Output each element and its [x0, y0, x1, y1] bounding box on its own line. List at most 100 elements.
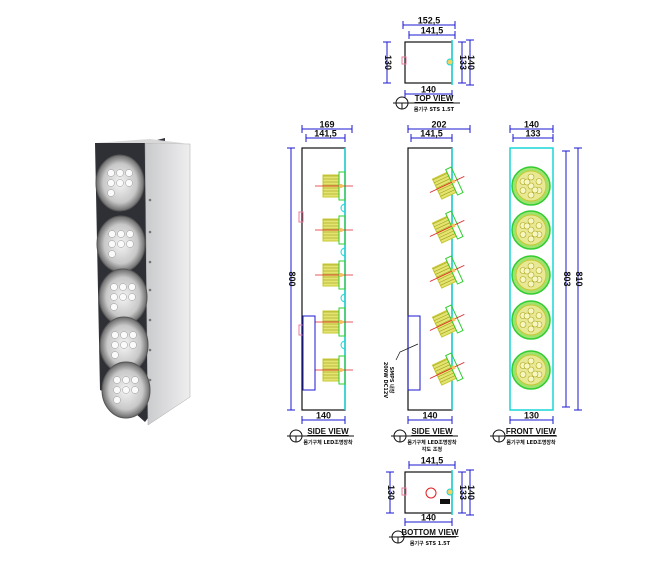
- label: 140: [421, 85, 436, 95]
- led-chip: [119, 283, 127, 291]
- led-lamp-front: [511, 255, 551, 295]
- led-chip: [519, 187, 527, 194]
- heatsink-fin: [439, 275, 454, 283]
- label: 200W DC12V: [382, 362, 388, 398]
- sensor: [446, 488, 454, 496]
- led-chip: [110, 303, 118, 311]
- label: 140: [466, 55, 476, 70]
- led-chip: [527, 226, 535, 234]
- label: 141,5: [421, 456, 444, 466]
- label: 몸기구 STS 1.5T: [414, 106, 455, 113]
- screw: [148, 318, 152, 322]
- heatsink-fin: [436, 225, 452, 233]
- led-chip: [111, 351, 119, 359]
- lamp-center: [451, 365, 456, 370]
- sensor: [340, 340, 346, 350]
- label: 141,5: [421, 26, 444, 36]
- led-lamp-profile: [429, 210, 465, 244]
- heatsink-fin: [439, 230, 454, 238]
- led-chip: [527, 182, 535, 190]
- led-chip: [523, 267, 531, 275]
- screw: [148, 348, 152, 352]
- led-chip: [111, 341, 119, 349]
- label: 202: [431, 120, 446, 130]
- heatsink-fin: [434, 219, 449, 227]
- screw: [148, 378, 152, 382]
- led-lamp-profile: [429, 255, 465, 289]
- led-lens: [95, 154, 145, 212]
- label: 몸기구체 LED조명장착: [303, 439, 353, 446]
- heatsink-fin: [440, 278, 456, 286]
- label: 140: [524, 120, 539, 130]
- lamp-axis: [429, 362, 465, 379]
- heatsink-fin: [435, 222, 451, 230]
- led-chip: [113, 396, 121, 404]
- heatsink-fin: [432, 310, 448, 319]
- housing-side: [144, 142, 191, 426]
- led-chip: [531, 230, 539, 238]
- label: 141,5: [314, 129, 337, 139]
- led-chip: [535, 178, 543, 185]
- heatsink-fin: [432, 358, 448, 367]
- led-chip: [107, 179, 115, 187]
- heatsink-fin: [439, 324, 454, 332]
- led-chip: [108, 250, 116, 258]
- heatsink-fin: [435, 316, 451, 324]
- led-chip: [110, 293, 118, 301]
- led-chip: [117, 240, 125, 248]
- led-chip: [125, 179, 133, 187]
- led-chip: [107, 189, 115, 197]
- bracket: [401, 56, 407, 65]
- led-lamp-profile: [315, 215, 353, 245]
- label: 803: [562, 271, 572, 286]
- led-chip: [110, 283, 118, 291]
- led-lamp-front: [511, 300, 551, 340]
- label: SMPS 내장: [388, 367, 395, 394]
- label: 140: [421, 513, 436, 523]
- heatsink-fin: [435, 364, 451, 372]
- led-chip: [523, 222, 531, 230]
- led-chip: [527, 262, 535, 270]
- led-chip: [128, 283, 136, 291]
- heatsink-fin: [434, 264, 449, 272]
- label: 130: [524, 411, 539, 421]
- led-chip: [519, 371, 527, 378]
- top-view-outline: [404, 41, 453, 84]
- label: FRONT VIEW: [506, 427, 557, 436]
- label: 133: [458, 485, 468, 500]
- led-chip: [111, 331, 119, 339]
- heatsink-fin: [437, 227, 453, 236]
- lamp-center: [451, 223, 456, 228]
- led-lamp-profile: [429, 352, 465, 386]
- lamp-center: [339, 228, 343, 232]
- led-chip: [131, 376, 139, 384]
- lamp-center: [339, 320, 343, 324]
- heatsink-fin: [437, 183, 453, 192]
- sensor: [340, 247, 346, 257]
- heatsink-fin: [432, 216, 448, 225]
- led-chip: [531, 275, 539, 283]
- screw: [148, 230, 152, 234]
- led-chip: [129, 341, 137, 349]
- cable-gland: [440, 499, 450, 504]
- screw: [148, 288, 152, 292]
- heatsink-fin: [439, 372, 454, 380]
- led-chip: [108, 230, 116, 238]
- led-chip: [519, 231, 527, 238]
- label: 몸기구체 LED조명장착: [407, 439, 457, 446]
- lamp-center: [451, 179, 456, 184]
- label: BOTTOM VIEW: [401, 528, 459, 537]
- led-chip: [120, 341, 128, 349]
- led-chip: [125, 169, 133, 177]
- product-photo: [95, 138, 191, 426]
- housing-top: [95, 139, 190, 144]
- sensor: [446, 58, 454, 66]
- lamp-center: [339, 273, 343, 277]
- heatsink-fin: [440, 189, 456, 197]
- led-chip: [527, 217, 535, 225]
- screw: [148, 198, 152, 202]
- led-lamp-front: [511, 210, 551, 250]
